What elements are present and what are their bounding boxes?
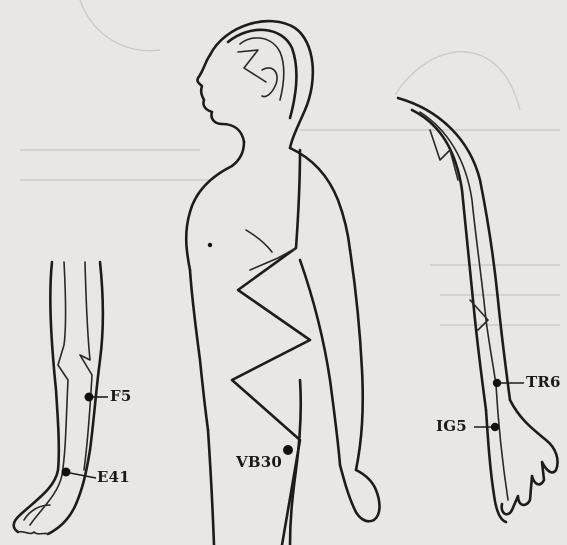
point-e41-leader	[70, 473, 96, 478]
torso-figure	[186, 21, 379, 545]
point-vb30-marker	[283, 445, 293, 455]
point-f5-marker	[85, 393, 94, 402]
label-e41: E41	[97, 470, 130, 485]
label-tr6: TR6	[526, 375, 561, 390]
point-tr6-marker	[493, 379, 501, 387]
label-vb30: VB30	[236, 455, 282, 470]
point-e41-marker	[62, 468, 71, 477]
arm-figure	[398, 98, 558, 522]
point-ig5-marker	[491, 423, 499, 431]
label-ig5: IG5	[436, 419, 467, 434]
label-f5: F5	[110, 389, 132, 404]
